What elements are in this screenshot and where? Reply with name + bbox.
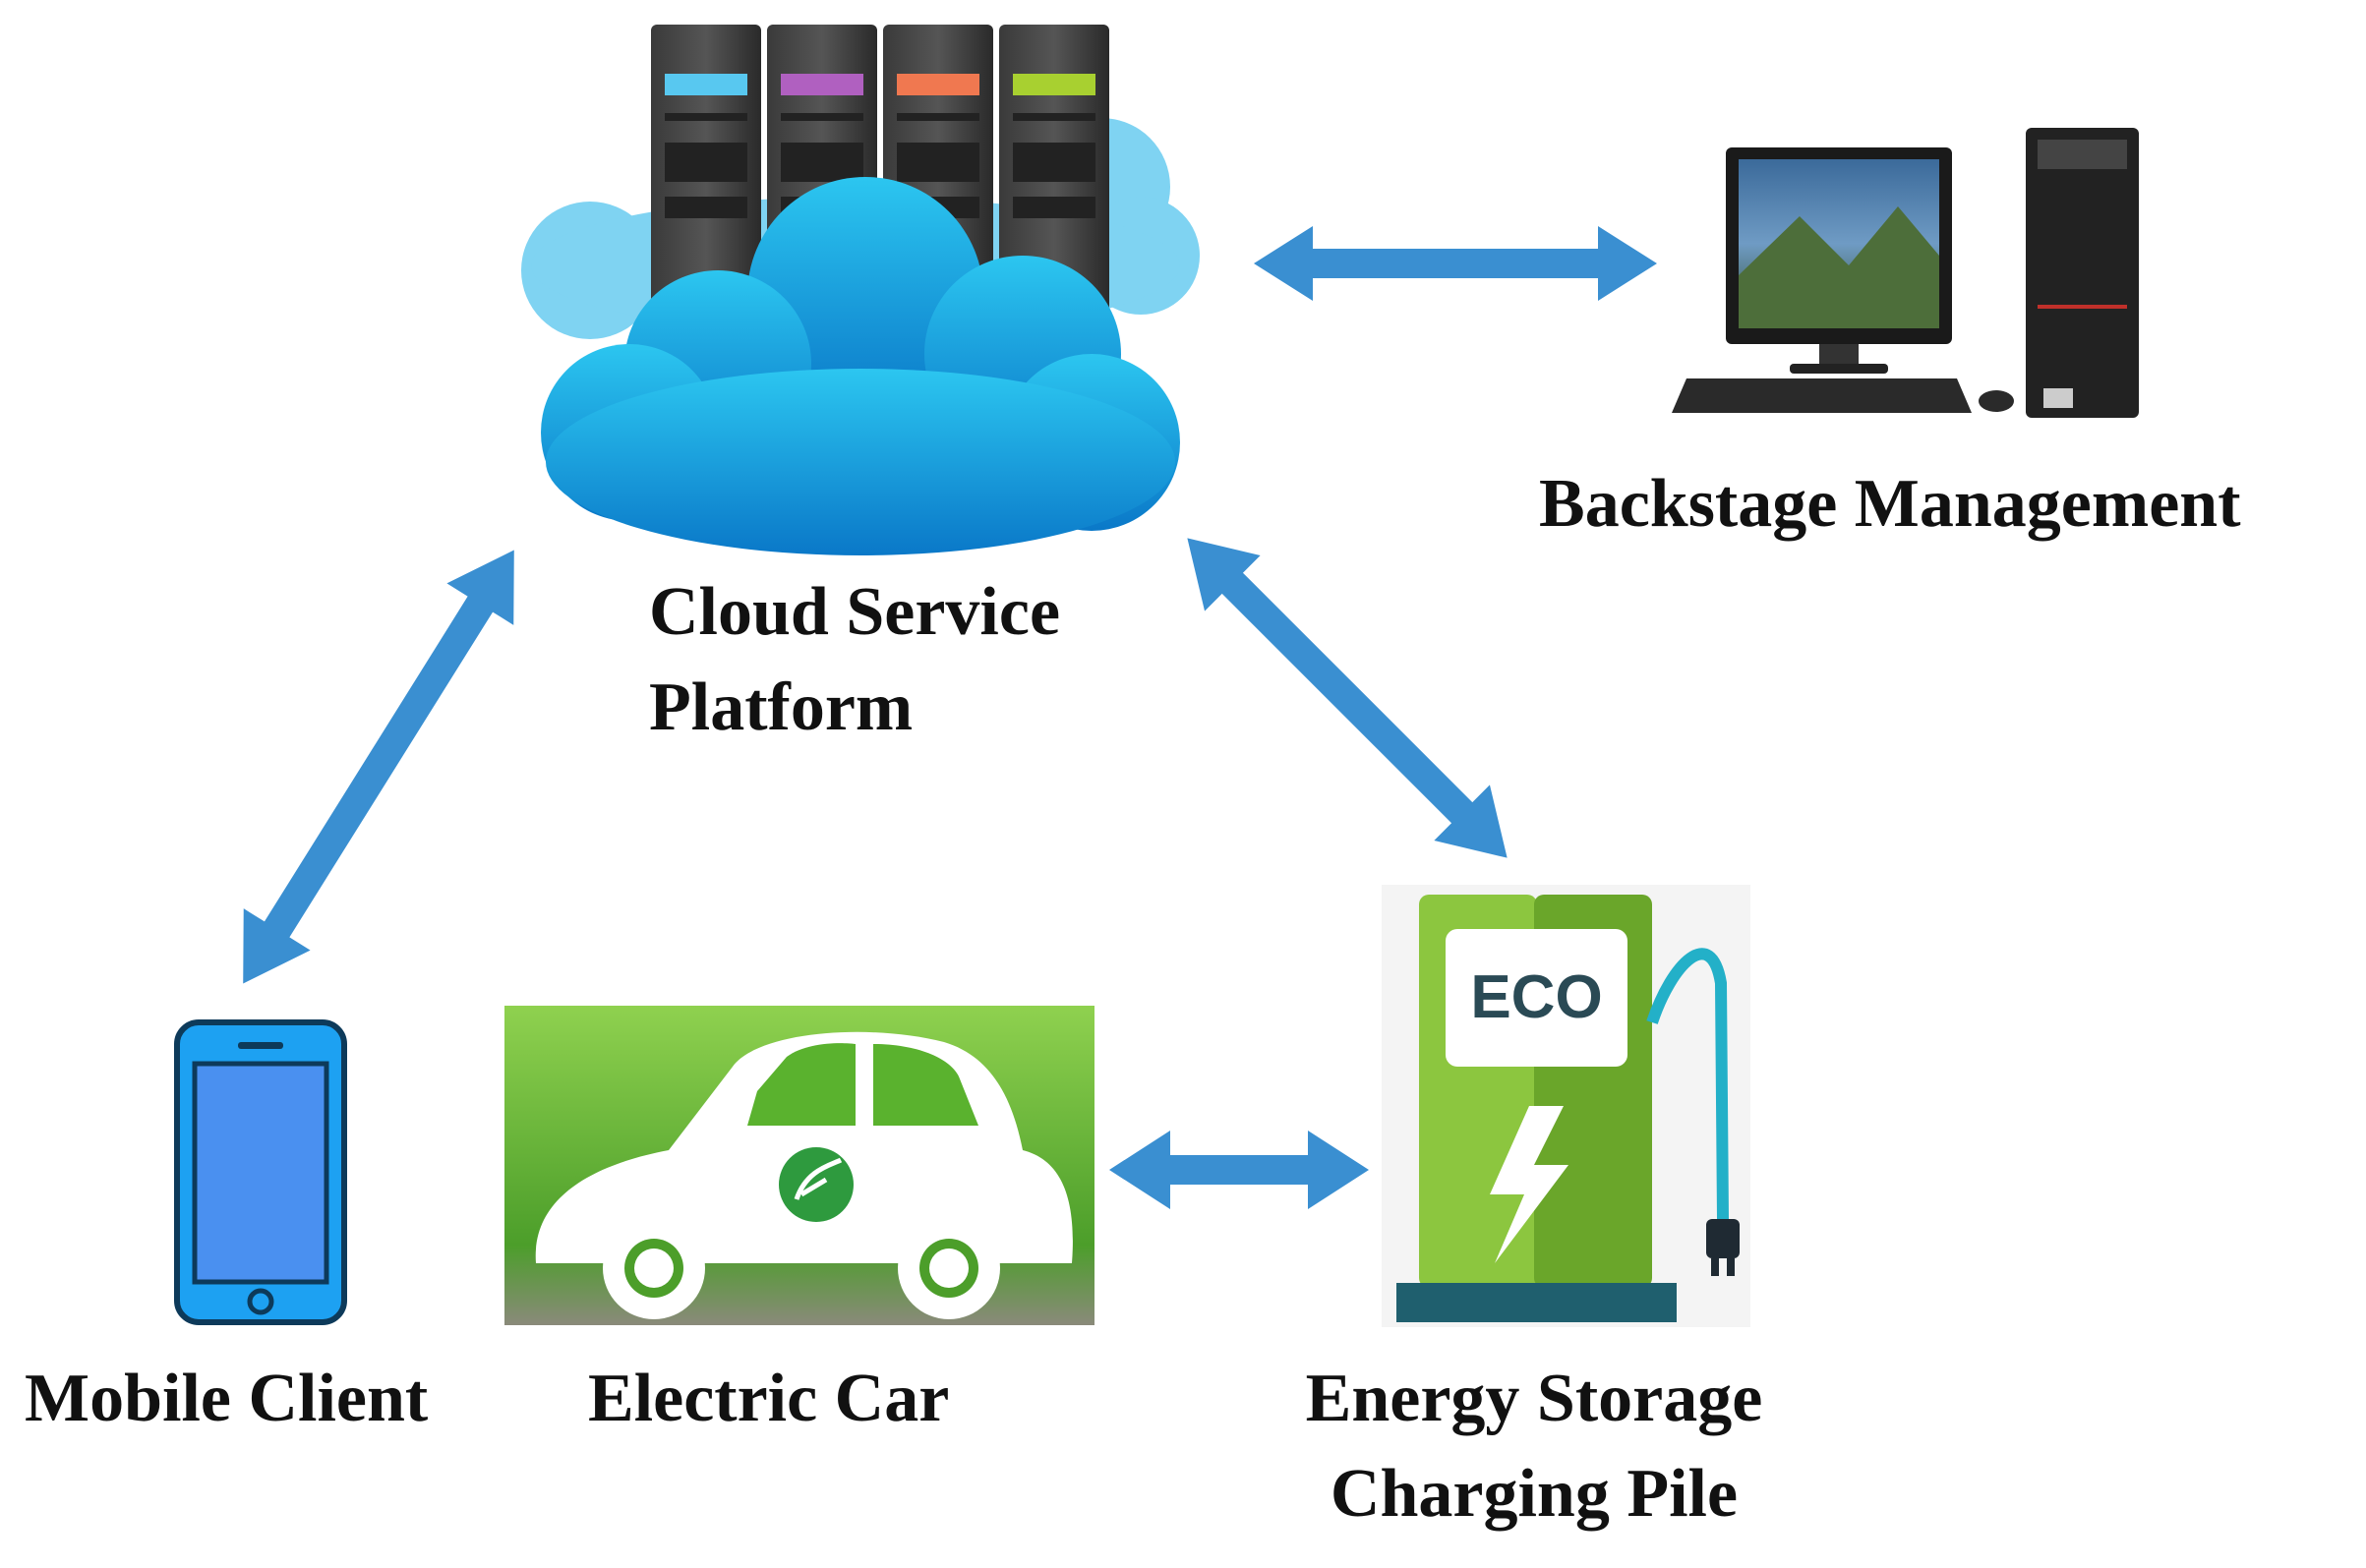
- mobile-label: Mobile Client: [25, 1361, 429, 1436]
- arrow-cloud-mobile: [243, 550, 514, 984]
- pile-label-line1: Energy Storage: [1305, 1361, 1763, 1436]
- arrow-car-pile: [1109, 1131, 1369, 1209]
- connection-arrows: [243, 226, 1657, 1209]
- pile-label-line2: Charging Pile: [1330, 1456, 1739, 1532]
- cloud-server-icon: [521, 25, 1200, 555]
- electric-car-icon: [504, 1006, 1094, 1325]
- arrow-cloud-backstage: [1254, 226, 1657, 301]
- cloud-label-line2: Platform: [649, 669, 914, 745]
- car-label: Electric Car: [588, 1361, 950, 1436]
- eco-screen-text: ECO: [1470, 963, 1603, 1031]
- cloud-label-line1: Cloud Service: [649, 574, 1061, 650]
- desktop-computer-icon: [1672, 128, 2139, 418]
- backstage-label: Backstage Management: [1539, 466, 2241, 542]
- arrow-cloud-pile: [1187, 538, 1508, 858]
- smartphone-icon: [174, 1019, 347, 1325]
- charging-station-icon: [1382, 885, 1750, 1327]
